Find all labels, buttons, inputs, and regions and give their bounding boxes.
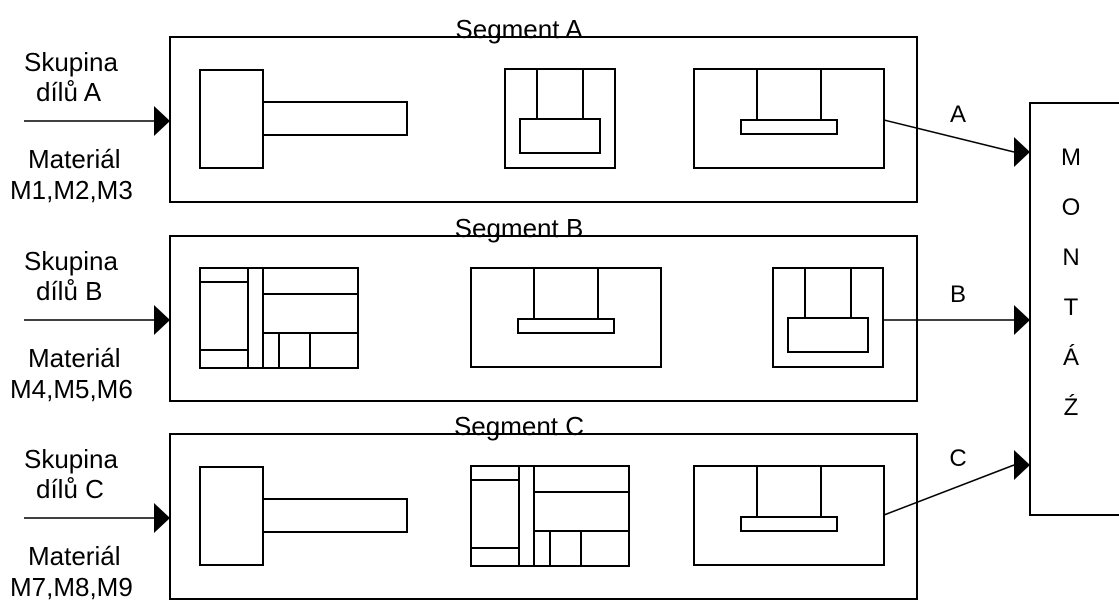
machine-grid (199, 267, 359, 369)
machine-lathe (199, 466, 408, 566)
mill-column (533, 267, 599, 320)
segment-machines (199, 68, 885, 169)
group-label: dílů B (36, 276, 103, 306)
material-label: Materiál (28, 541, 120, 571)
material-list: M4,M5,M6 (10, 374, 133, 404)
machine-mill-plate (693, 68, 885, 169)
assembly-letter: O (1062, 194, 1081, 221)
output-label: B (950, 281, 966, 308)
group-label: dílů A (36, 77, 102, 107)
assembly-letter: T (1064, 294, 1079, 321)
assembly-box (1029, 102, 1119, 516)
assembly-letter: Ź (1064, 394, 1079, 421)
lathe-bed (262, 101, 408, 136)
mill-frame (470, 267, 662, 368)
material-list: M1,M2,M3 (10, 175, 133, 205)
mill-table (517, 318, 615, 334)
segment-machines (199, 267, 884, 369)
mill-column (804, 267, 852, 319)
input-arrow-head (154, 106, 170, 136)
output-label: A (950, 101, 966, 128)
segment-title: Segment C (454, 411, 584, 441)
group-label: Skupina (24, 444, 118, 474)
group-label: Skupina (24, 246, 118, 276)
output-label: C (949, 445, 966, 472)
assembly-letter: Á (1063, 344, 1079, 371)
segment-title: Segment A (455, 14, 583, 44)
machine-lathe (199, 69, 408, 169)
material-label: Materiál (28, 343, 120, 373)
mill-table (787, 317, 869, 353)
lathe-headstock (199, 69, 264, 169)
mill-frame (693, 465, 885, 566)
segment-box (169, 36, 918, 203)
machine-grid (470, 465, 630, 567)
input-arrow-head (154, 503, 170, 533)
assembly-letter: N (1062, 244, 1079, 271)
group-label: Skupina (24, 47, 118, 77)
output-line (883, 464, 1015, 516)
output-arrow-head (1014, 450, 1030, 480)
mill-table (519, 118, 601, 154)
machine-mill-plate (693, 465, 885, 566)
segment-box (169, 235, 918, 402)
assembly-letter: M (1061, 144, 1081, 171)
output-arrow-head (1014, 137, 1030, 167)
machine-mill-fixture (772, 267, 884, 368)
output-arrow-head (1014, 305, 1030, 335)
input-arrow-head (154, 305, 170, 335)
segment-title: Segment B (455, 213, 584, 243)
mill-frame (693, 68, 885, 169)
mill-column (756, 465, 822, 518)
material-list: M7,M8,M9 (10, 572, 133, 601)
lathe-headstock (199, 466, 264, 566)
machine-mill-plate (470, 267, 662, 368)
mill-column (536, 68, 584, 120)
mill-table (740, 516, 838, 532)
group-label: dílů C (36, 474, 104, 504)
segment-machines (199, 465, 885, 567)
machine-mill-fixture (504, 68, 616, 169)
material-label: Materiál (28, 144, 120, 174)
output-line (883, 119, 1015, 153)
segment-box (169, 433, 918, 600)
lathe-bed (262, 498, 408, 533)
mill-column (756, 68, 822, 121)
mill-table (740, 119, 838, 135)
